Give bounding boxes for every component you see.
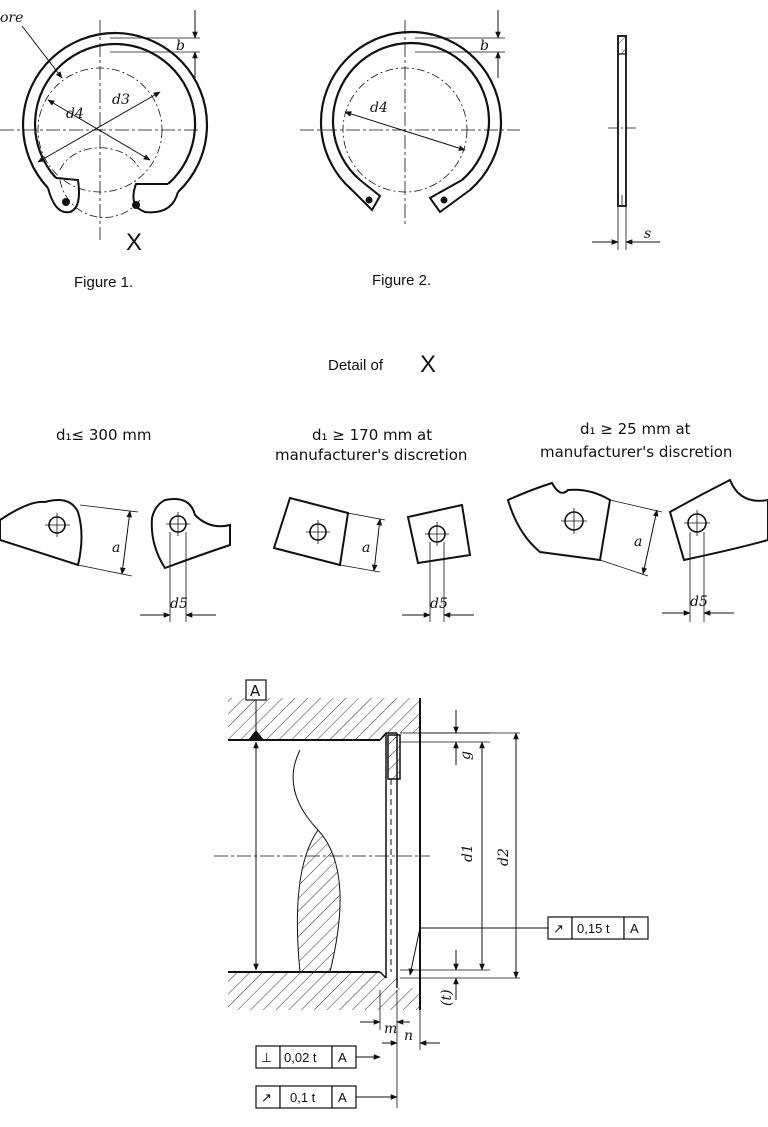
- d5-label: d5: [690, 594, 708, 610]
- n-label: n: [404, 1028, 413, 1044]
- tol-01-datum: A: [338, 1090, 347, 1105]
- figure-2-caption: Figure 2.: [372, 272, 431, 289]
- d4-label: d4: [66, 106, 84, 122]
- ring-section-top-lug: [617, 35, 627, 55]
- lug2-left: [351, 179, 382, 212]
- g-label: g: [458, 751, 474, 760]
- d2-label: d2: [496, 848, 512, 866]
- lug2-right: [428, 179, 471, 214]
- ring2-inner-edge: [331, 41, 491, 181]
- bore-callout: ore: [0, 10, 23, 26]
- figure-1-caption: Figure 1.: [74, 274, 133, 291]
- a-dim: [371, 518, 383, 572]
- detail-mark: X: [126, 229, 142, 256]
- lug-right: [132, 183, 179, 214]
- a-label: a: [362, 540, 370, 556]
- panel-1-caption: d₁≤ 300 mm: [56, 426, 152, 444]
- tol-perp-datum: A: [338, 1050, 347, 1065]
- d1-label: d1: [460, 844, 476, 862]
- ring-outer-edge: [21, 31, 209, 193]
- assembly-section: A g d1 d2 (t) ↗ 0,15 t A: [214, 679, 649, 1109]
- a-dim: [641, 509, 659, 575]
- side-view: s: [592, 35, 660, 250]
- detail-title-mark: X: [420, 351, 436, 378]
- lug-detail-left: [506, 481, 612, 562]
- t-label: (t): [439, 989, 455, 1006]
- a-ext-bottom: [599, 559, 649, 577]
- tol-15-datum: A: [630, 921, 639, 936]
- detail-panel-2: a d5: [272, 496, 474, 622]
- d5-label: d5: [430, 596, 448, 612]
- a-label: a: [634, 534, 642, 550]
- panel-2-caption-line-1: d₁ ≥ 170 mm at: [312, 426, 432, 444]
- d3-dim-line: [37, 91, 161, 163]
- panel-3-caption-line-1: d₁ ≥ 25 mm at: [580, 420, 691, 438]
- b-label: b: [176, 38, 185, 54]
- figure-2: d4 b Figure 2.: [300, 10, 520, 289]
- tol-15-value: 0,15 t: [577, 921, 610, 936]
- d4-dim-line-2: [344, 111, 466, 151]
- detail-title: Detail of: [328, 357, 384, 374]
- d5-label: d5: [170, 596, 188, 612]
- b2-label: b: [480, 38, 489, 54]
- figure-1: ore d3 d4 b X Figure 1.: [0, 10, 209, 291]
- d3-label: d3: [112, 92, 130, 108]
- perpendicularity-icon: ⊥: [261, 1050, 272, 1065]
- datum-label: A: [250, 682, 261, 700]
- detail-heading: Detail of X: [328, 351, 436, 378]
- runout-icon: ↗: [553, 921, 564, 936]
- ring-cross-section: [387, 734, 401, 780]
- ring-inner-edge: [33, 42, 197, 185]
- tol-perp-value: 0,02 t: [284, 1050, 317, 1065]
- tol-15-datum-cell: [623, 916, 649, 940]
- a-ext-top: [609, 499, 663, 513]
- break-hatch: [297, 830, 341, 972]
- lug2-hole-left: [365, 196, 373, 204]
- ring2-outer-edge: [319, 30, 503, 191]
- housing-top: [228, 698, 420, 740]
- detail-panel-3: a d5: [506, 478, 768, 622]
- d4-circle-2: [342, 67, 468, 193]
- lug-detail-right: [150, 498, 231, 570]
- lug-detail-left: [272, 496, 350, 567]
- panel-2-caption-line-2: manufacturer's discretion: [275, 446, 467, 464]
- a-dim: [120, 510, 132, 575]
- chamfer-bottom: [379, 971, 387, 979]
- d4-label-2: d4: [370, 100, 388, 116]
- runout-face-icon: ↗: [261, 1090, 272, 1105]
- lug-detail-right: [668, 478, 768, 562]
- datum-triangle: [248, 730, 264, 740]
- a-ext-bottom: [77, 564, 133, 577]
- tol-15-arrow: [408, 927, 421, 976]
- m-label: m: [384, 1021, 397, 1037]
- lug-hole-left: [62, 198, 70, 206]
- a-ext-top: [79, 504, 139, 513]
- detail-panel-1: a d5: [0, 498, 231, 622]
- lug-left: [47, 177, 80, 214]
- lug-detail-left: [0, 499, 83, 567]
- tol-01-value: 0,1 t: [290, 1090, 316, 1105]
- lug2-hole-right: [440, 196, 448, 204]
- a-ext-top: [347, 512, 386, 521]
- panel-3-caption-line-2: manufacturer's discretion: [540, 443, 732, 461]
- detail-x-circle: [59, 179, 141, 218]
- a-label: a: [112, 540, 120, 556]
- ring-section: [617, 35, 627, 207]
- housing-bottom: [228, 972, 420, 1010]
- s-label: s: [644, 226, 651, 242]
- d4-dim-line: [47, 99, 151, 161]
